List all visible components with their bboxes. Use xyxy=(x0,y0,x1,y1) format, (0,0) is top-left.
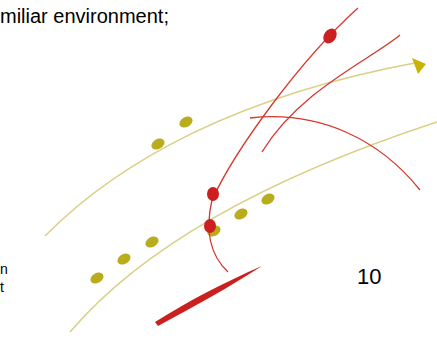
slide-text: t xyxy=(0,280,4,294)
red-dot xyxy=(204,219,216,233)
yellow-dot xyxy=(149,136,166,152)
yellow-dot xyxy=(177,114,194,130)
red-wedge xyxy=(155,266,262,326)
page-number: 10 xyxy=(357,266,381,288)
yellow-dot xyxy=(88,270,105,286)
red-dot xyxy=(320,26,339,46)
yellow-marker xyxy=(412,58,426,74)
red-dot xyxy=(207,187,219,201)
yellow-dot xyxy=(143,234,160,250)
red-track xyxy=(209,8,358,272)
yellow-dot xyxy=(115,251,132,267)
slide-text: n xyxy=(0,262,8,276)
red-track xyxy=(262,35,400,152)
yellow-track xyxy=(45,62,420,236)
red-track xyxy=(250,117,420,190)
yellow-dot xyxy=(232,206,249,222)
yellow-dot xyxy=(259,191,276,207)
slide-text: miliar environment; xyxy=(0,6,169,26)
